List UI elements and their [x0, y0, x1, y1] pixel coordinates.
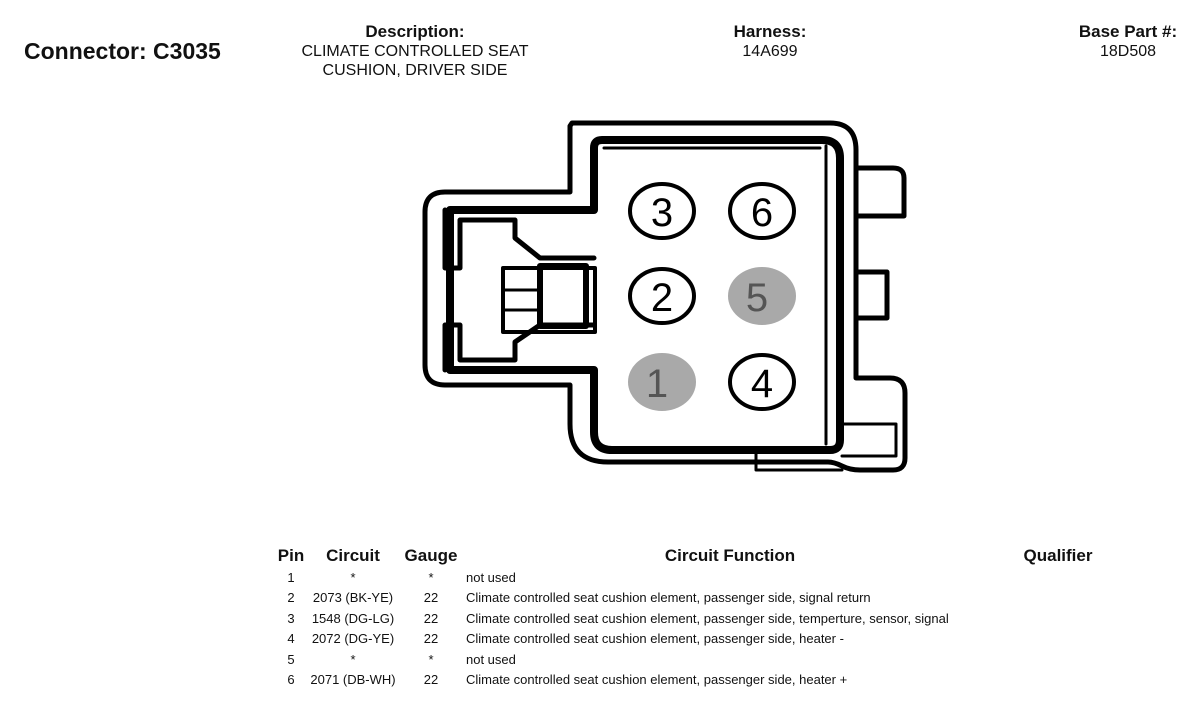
cell-circuit: 2073 (BK-YE)	[312, 590, 394, 606]
table-row: 3 1548 (DG-LG) 22 Climate controlled sea…	[276, 608, 1118, 629]
pin-3-circle	[628, 182, 696, 240]
latch-tab-inner	[537, 263, 589, 329]
cell-gauge: 22	[423, 610, 439, 626]
pin-5: 5	[728, 267, 796, 325]
pin-3: 3	[628, 182, 696, 240]
latch-bottom	[442, 322, 597, 373]
description-block: Description: CLIMATE CONTROLLED SEAT CUS…	[270, 22, 560, 80]
pin-1-circle-unused	[628, 353, 696, 411]
cell-qualifier	[998, 588, 1118, 609]
base-part-label: Base Part #:	[1078, 22, 1178, 41]
inner-body-outline	[446, 136, 844, 454]
table-row: 4 2072 (DG-YE) 22 Climate controlled sea…	[276, 629, 1118, 650]
cell-pin: 4	[287, 631, 295, 647]
harness-label: Harness:	[733, 22, 807, 41]
pin-6: 6	[728, 182, 796, 240]
cell-pin: 2	[287, 590, 295, 606]
cell-function: Climate controlled seat cushion element,…	[466, 610, 949, 626]
table-row: 2 2073 (BK-YE) 22 Climate controlled sea…	[276, 588, 1118, 609]
cell-circuit: 1548 (DG-LG)	[311, 610, 395, 626]
cell-pin: 5	[287, 651, 295, 667]
cell-gauge: 22	[423, 672, 439, 688]
pin-4-circle	[728, 353, 796, 411]
cell-circuit: *	[350, 569, 356, 585]
table-row: 6 2071 (DB-WH) 22 Climate controlled sea…	[276, 670, 1118, 691]
header-circuit: Circuit	[326, 546, 380, 565]
cell-gauge: *	[428, 569, 434, 585]
foot-inner	[840, 422, 898, 458]
pin-2: 2	[628, 267, 696, 325]
cell-function: Climate controlled seat cushion element,…	[466, 672, 848, 688]
pin-1: 1	[628, 353, 696, 411]
base-part-value: 18D508	[1099, 43, 1157, 60]
pin-4: 4	[728, 353, 796, 411]
housing-outline	[422, 120, 908, 473]
cell-qualifier	[998, 670, 1118, 691]
harness-block: Harness: 14A699	[700, 22, 840, 61]
latch-top	[442, 207, 597, 271]
pinout-header-row: Pin Circuit Gauge Circuit Function Quali…	[276, 545, 1118, 567]
harness-value: 14A699	[742, 43, 798, 60]
cell-pin: 1	[287, 569, 295, 585]
cell-function: Climate controlled seat cushion element,…	[466, 590, 871, 606]
pin-2-label: 2	[651, 276, 673, 320]
pin-cavities: 3 6 2 5 1 4	[628, 182, 796, 411]
cell-circuit: 2071 (DB-WH)	[310, 672, 396, 688]
key-middle	[853, 269, 890, 321]
cell-gauge: 22	[423, 631, 439, 647]
table-row: 1 * * not used	[276, 567, 1118, 588]
latch-tab-lines	[501, 288, 542, 312]
latch-tab	[501, 266, 597, 334]
cell-pin: 3	[287, 610, 295, 626]
key-top	[853, 165, 907, 219]
pin-4-label: 4	[751, 362, 773, 406]
cell-function: not used	[466, 569, 516, 585]
pinout-table: Pin Circuit Gauge Circuit Function Quali…	[276, 545, 1118, 690]
pin-1-label: 1	[646, 362, 668, 406]
description-label: Description:	[365, 22, 465, 41]
cell-pin: 6	[287, 672, 295, 688]
cell-circuit: *	[350, 651, 356, 667]
header-pin: Pin	[277, 546, 305, 565]
pin-6-label: 6	[751, 191, 773, 235]
table-row: 5 * * not used	[276, 649, 1118, 670]
pin-6-circle	[728, 182, 796, 240]
cell-qualifier	[998, 608, 1118, 629]
cell-circuit: 2072 (DG-YE)	[311, 631, 395, 647]
header-gauge: Gauge	[404, 546, 458, 565]
header-qualifier: Qualifier	[1023, 546, 1093, 565]
foot-line	[754, 451, 844, 472]
cell-function: not used	[466, 651, 516, 667]
cell-gauge: 22	[423, 590, 439, 606]
cell-qualifier	[998, 649, 1118, 670]
description-line-1: CLIMATE CONTROLLED SEAT	[301, 43, 529, 60]
base-part-block: Base Part #: 18D508	[1060, 22, 1196, 61]
cell-function: Climate controlled seat cushion element,…	[466, 631, 844, 647]
pin-2-circle	[628, 267, 696, 325]
cell-gauge: *	[428, 651, 434, 667]
pin-5-circle-unused	[728, 267, 796, 325]
cell-qualifier	[998, 567, 1118, 588]
cell-qualifier	[998, 629, 1118, 650]
description-line-2: CUSHION, DRIVER SIDE	[322, 62, 508, 79]
header-circuit-function: Circuit Function	[664, 546, 796, 565]
pin-5-label: 5	[746, 276, 768, 320]
connector-title: Connector: C3035	[24, 38, 221, 64]
pin-3-label: 3	[651, 191, 673, 235]
